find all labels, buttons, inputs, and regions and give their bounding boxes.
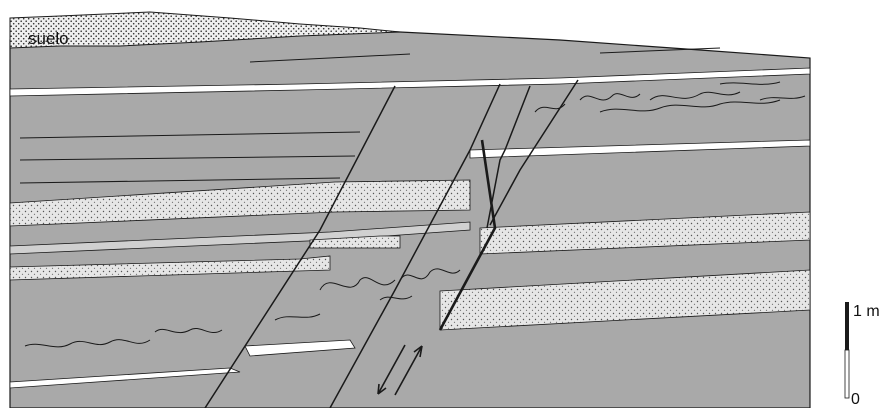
scale-label-1m: 1 m xyxy=(853,303,880,320)
scale-label-0: 0 xyxy=(851,391,860,408)
soil-label: suelo xyxy=(28,29,69,48)
scale-bar: 1 m 0 xyxy=(845,302,880,408)
